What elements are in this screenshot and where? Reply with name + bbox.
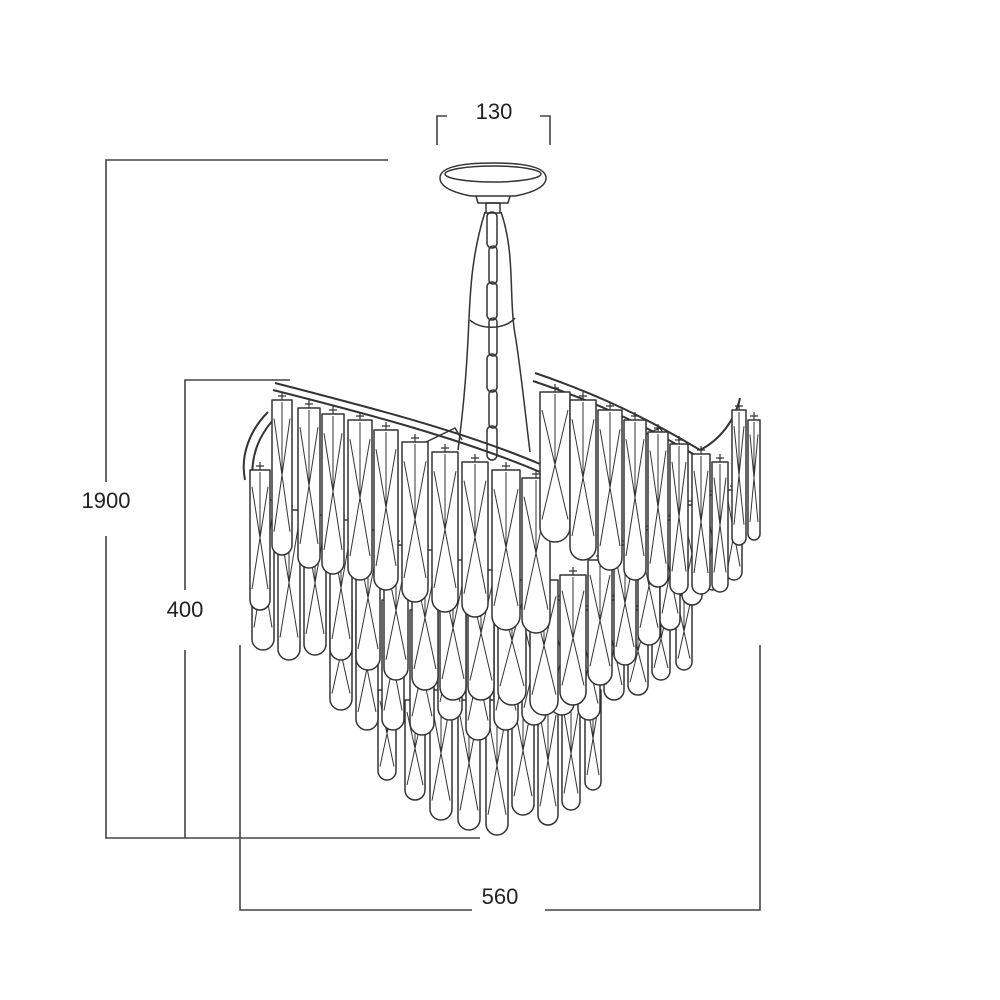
- crystal-prism: [647, 424, 669, 588]
- canopy-width-bracket: [436, 115, 551, 145]
- crystal-prism: [249, 462, 271, 611]
- chandelier-drawing-icon: [242, 162, 761, 836]
- crystal-prism: [347, 412, 373, 581]
- crystal-prism: [431, 444, 459, 613]
- crystal-prism: [597, 402, 623, 571]
- crystal-prism: [401, 434, 429, 603]
- overall-height-label: 1900: [82, 488, 131, 513]
- body-height-line: [184, 379, 290, 838]
- crystal-prism: [271, 392, 293, 556]
- crystal-prisms: [249, 384, 761, 836]
- crystal-prism: [297, 400, 321, 569]
- crystal-prism: [491, 462, 521, 631]
- crystal-prism: [569, 392, 597, 561]
- crystal-prism: [669, 436, 689, 595]
- crystal-prism: [485, 692, 509, 836]
- suspension-chain: [457, 211, 531, 461]
- crystal-prism: [587, 552, 613, 686]
- crystal-prism: [691, 446, 711, 595]
- ceiling-canopy: [439, 162, 547, 214]
- dimension-lines: [105, 115, 761, 911]
- body-width-line: [239, 645, 761, 911]
- crystal-prism: [461, 454, 489, 618]
- crystal-prism: [711, 454, 729, 593]
- crystal-prism: [539, 384, 571, 543]
- crystal-prism: [747, 412, 761, 541]
- crystal-prism: [623, 412, 647, 581]
- canopy-width-label: 130: [476, 99, 513, 124]
- crystal-prism: [373, 422, 399, 591]
- crystal-prism: [561, 692, 581, 811]
- crystal-prism: [559, 567, 587, 706]
- crystal-prism: [321, 406, 345, 575]
- crystal-prism: [731, 402, 747, 546]
- overall-height-line: [105, 159, 480, 839]
- body-width-label: 560: [482, 884, 519, 909]
- body-height-label: 400: [167, 597, 204, 622]
